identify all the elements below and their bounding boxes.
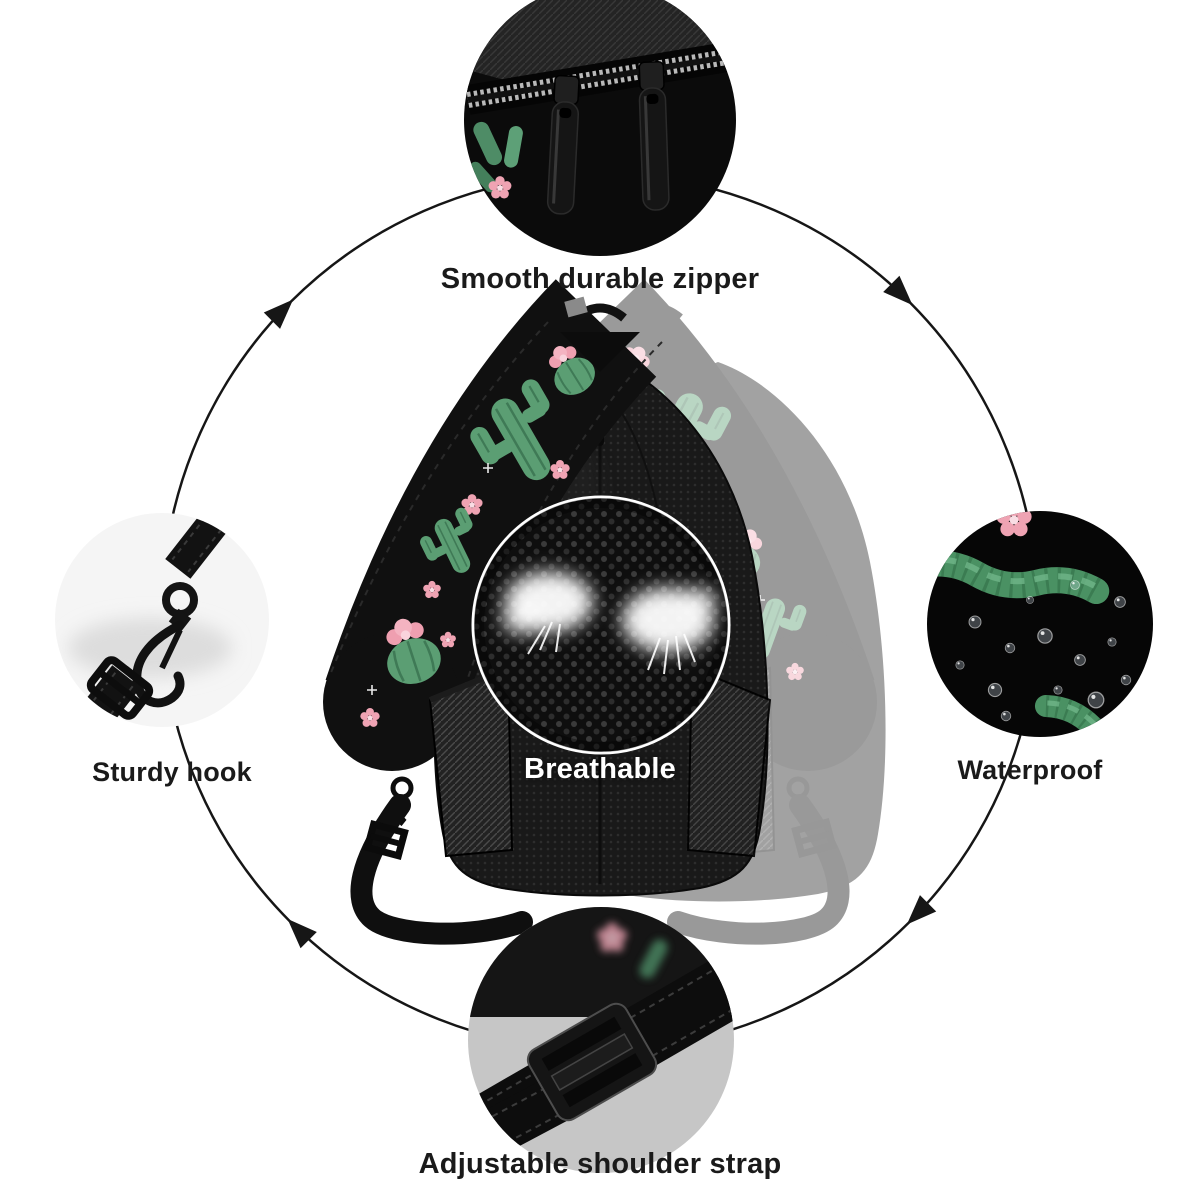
feature-label-breathable: Breathable: [524, 753, 676, 785]
tri-glide-buckle: [86, 656, 154, 720]
breathable-inset: [471, 495, 731, 755]
feature-label-zipper: Smooth durable zipper: [440, 263, 760, 295]
top-buckle: [564, 296, 588, 318]
hook-detail-circle: [55, 513, 269, 727]
zipper-pull: [638, 61, 670, 211]
top-handle-loop: [573, 303, 627, 322]
bottom-strap: [350, 776, 533, 945]
feature-label-waterproof: Waterproof: [957, 755, 1103, 785]
waterproof-detail-circle: [927, 511, 1153, 737]
zipper-detail-circle: [464, 0, 736, 256]
strap-adjuster-buckle: [526, 1002, 658, 1122]
feature-label-strap: Adjustable shoulder strap: [418, 1148, 782, 1180]
breath-puff: [502, 572, 718, 652]
cactus-fabric-detail: [468, 121, 523, 199]
airflow-lines: [527, 621, 696, 675]
zipper-pull: [546, 74, 580, 215]
webbing-strap: [55, 665, 141, 727]
feature-label-hook: Sturdy hook: [92, 757, 252, 787]
cactus-print-strap: [323, 279, 663, 771]
